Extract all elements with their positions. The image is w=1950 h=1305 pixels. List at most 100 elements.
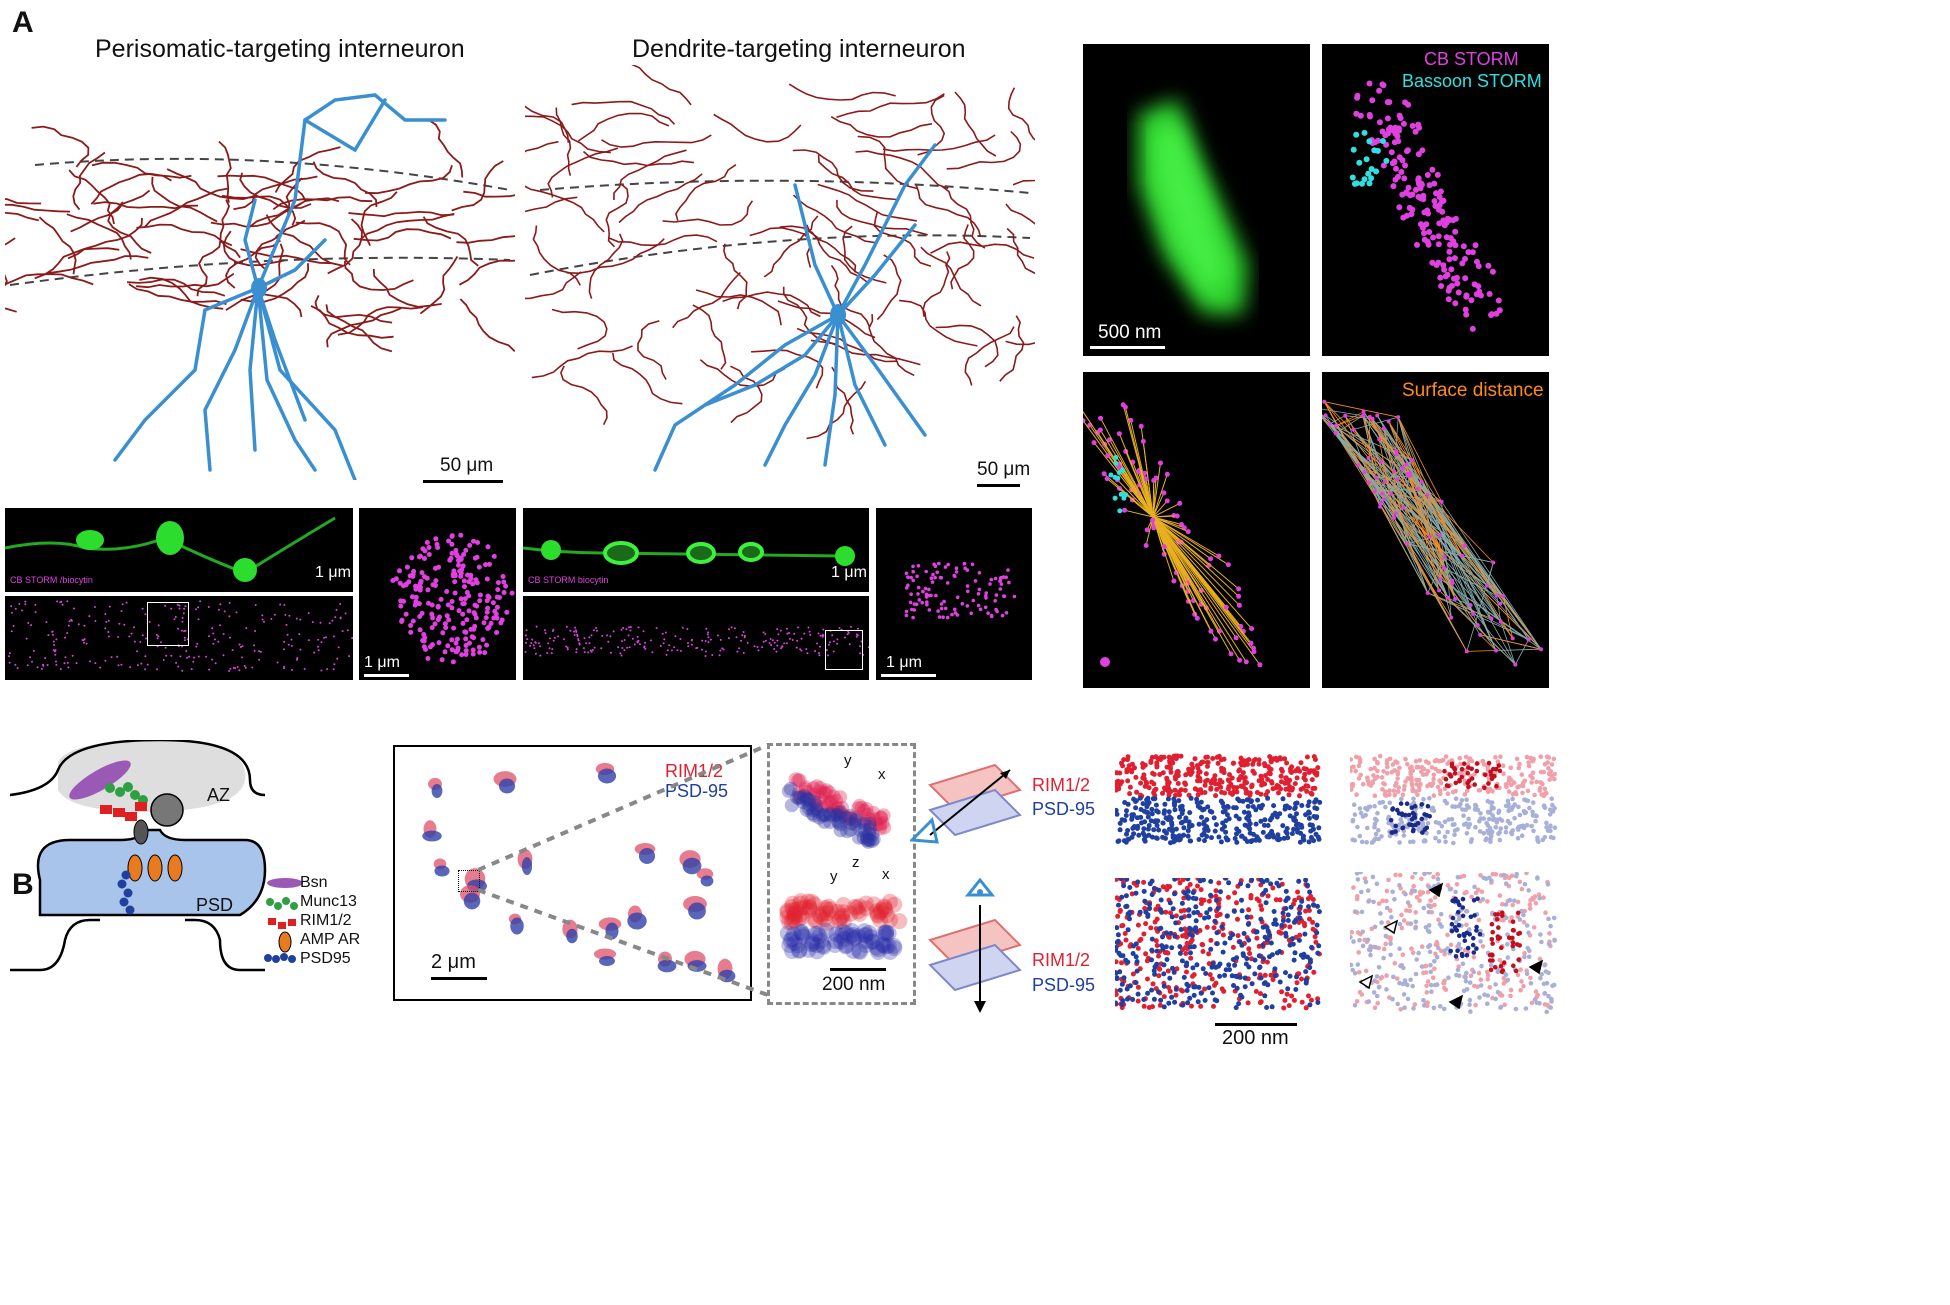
localization-point: [184, 605, 187, 608]
localization-point: [1145, 814, 1151, 820]
localization-point: [1530, 770, 1536, 775]
localization-point: [1301, 775, 1307, 781]
localization-point: [1117, 508, 1123, 514]
localization-point: [1301, 766, 1307, 772]
localization-point: [1505, 955, 1511, 960]
localization-point: [332, 668, 335, 671]
localization-point: [462, 584, 467, 590]
localization-point: [1271, 909, 1277, 914]
axon-branch: [219, 199, 241, 259]
localization-point: [1430, 234, 1437, 241]
distance-line: [1152, 502, 1180, 518]
localization-point: [1238, 783, 1244, 789]
psd95-blob: [827, 933, 844, 949]
localization-point: [1413, 910, 1418, 915]
localization-point: [1436, 945, 1441, 951]
localization-point: [906, 575, 910, 579]
localization-point: [1397, 765, 1402, 771]
localization-point: [1449, 763, 1455, 769]
rim-blob: [821, 795, 836, 810]
localization-point: [1197, 769, 1203, 775]
localization-point: [936, 609, 940, 613]
localization-point: [1379, 128, 1386, 135]
localization-point: [701, 648, 703, 651]
localization-point: [1327, 421, 1332, 426]
localization-point: [1127, 791, 1133, 797]
localization-point: [1356, 776, 1362, 781]
localization-point: [1224, 913, 1230, 919]
localization-point: [1118, 491, 1124, 497]
localization-point: [1375, 810, 1380, 816]
mesh-edge: [1380, 461, 1474, 615]
distance-line: [1152, 516, 1189, 533]
localization-point: [1456, 803, 1462, 809]
axon-branch: [458, 259, 515, 286]
localization-point: [433, 578, 439, 584]
localization-point: [222, 654, 225, 657]
localization-point: [1138, 780, 1144, 786]
localization-point: [1115, 992, 1118, 998]
localization-point: [1231, 760, 1237, 766]
axon-branch: [763, 215, 819, 278]
localization-point: [1129, 769, 1135, 775]
mesh-edge: [1408, 475, 1440, 591]
localization-point: [141, 607, 144, 610]
localization-point: [55, 638, 58, 641]
localization-point: [704, 655, 707, 657]
localization-point: [1463, 807, 1468, 812]
localization-point: [54, 653, 57, 656]
localization-point: [1364, 840, 1369, 845]
mesh-edge: [1397, 416, 1497, 651]
localization-point: [195, 608, 197, 611]
localization-point: [1442, 273, 1449, 280]
distance-line: [1107, 455, 1154, 518]
localization-point: [495, 587, 501, 593]
localization-point: [1157, 907, 1163, 912]
localization-point: [461, 552, 467, 557]
localization-point: [1366, 456, 1371, 460]
localization-point: [1355, 824, 1360, 830]
localization-point: [814, 650, 817, 653]
localization-point: [1167, 975, 1173, 981]
localization-point: [1238, 755, 1244, 761]
localization-point: [524, 641, 527, 644]
localization-point: [1283, 906, 1289, 911]
localization-point: [617, 646, 620, 649]
localization-point: [1234, 839, 1240, 845]
localization-point: [398, 598, 404, 604]
localization-point: [1160, 820, 1166, 826]
axon-branch: [532, 225, 581, 286]
localization-point: [1376, 87, 1383, 94]
localization-point: [1241, 809, 1247, 815]
localization-point: [619, 652, 622, 655]
localization-point: [1249, 626, 1255, 632]
localization-point: [1205, 754, 1210, 760]
localization-point: [1437, 533, 1442, 538]
psd95-blob: [846, 930, 862, 947]
localization-point: [1163, 909, 1169, 915]
mesh-edge: [1374, 491, 1440, 591]
localization-point: [553, 636, 556, 639]
localization-point: [1161, 971, 1167, 977]
localization-point: [1173, 826, 1179, 832]
rim-blob: [807, 912, 824, 929]
localization-point: [911, 564, 915, 569]
localization-point: [1490, 941, 1495, 946]
psd95-blob: [848, 814, 863, 829]
localization-point: [1256, 761, 1262, 767]
localization-point: [1399, 191, 1406, 198]
rim-blob: [808, 797, 823, 812]
localization-point: [1308, 835, 1314, 840]
localization-point: [793, 632, 796, 635]
localization-point: [1493, 872, 1499, 877]
localization-point: [1186, 913, 1192, 919]
localization-point: [1441, 222, 1448, 229]
localization-point: [1166, 934, 1172, 940]
localization-point: [413, 594, 419, 600]
scale-label-1um-c: 1 μm: [831, 564, 867, 581]
localization-point: [1387, 833, 1393, 839]
localization-point: [453, 547, 459, 553]
localization-point: [1433, 819, 1439, 825]
localization-point: [929, 576, 934, 580]
localization-point: [251, 666, 254, 669]
